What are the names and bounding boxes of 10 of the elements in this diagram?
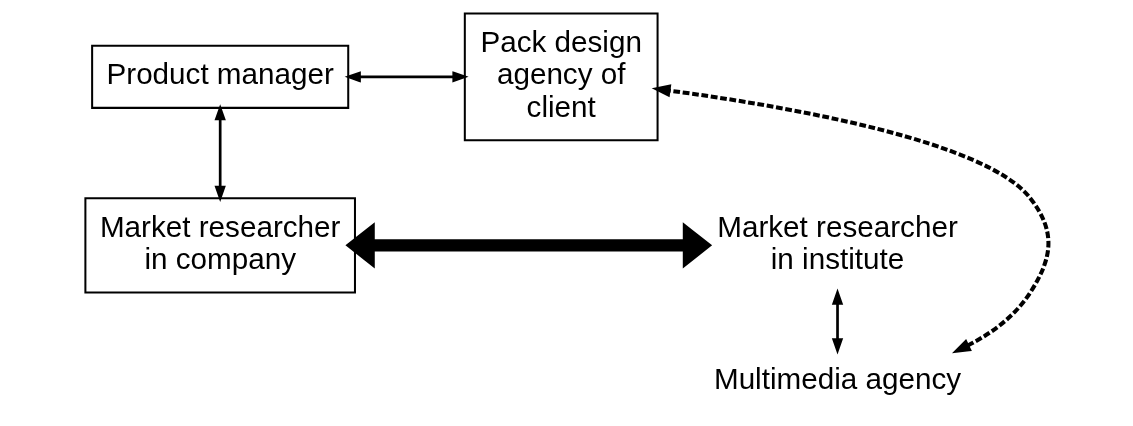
node-text: Market researcher in institute (716, 209, 958, 276)
arrow (344, 222, 712, 269)
node-box: Market researcher in company (83, 197, 356, 294)
node-text: Multimedia agency (713, 362, 961, 396)
node-box: Pack design agency of client (463, 12, 659, 142)
arrow (344, 71, 469, 83)
node-box: Product manager (90, 44, 349, 109)
arrow (651, 84, 1050, 354)
arrow (831, 288, 843, 355)
arrow (214, 104, 226, 202)
